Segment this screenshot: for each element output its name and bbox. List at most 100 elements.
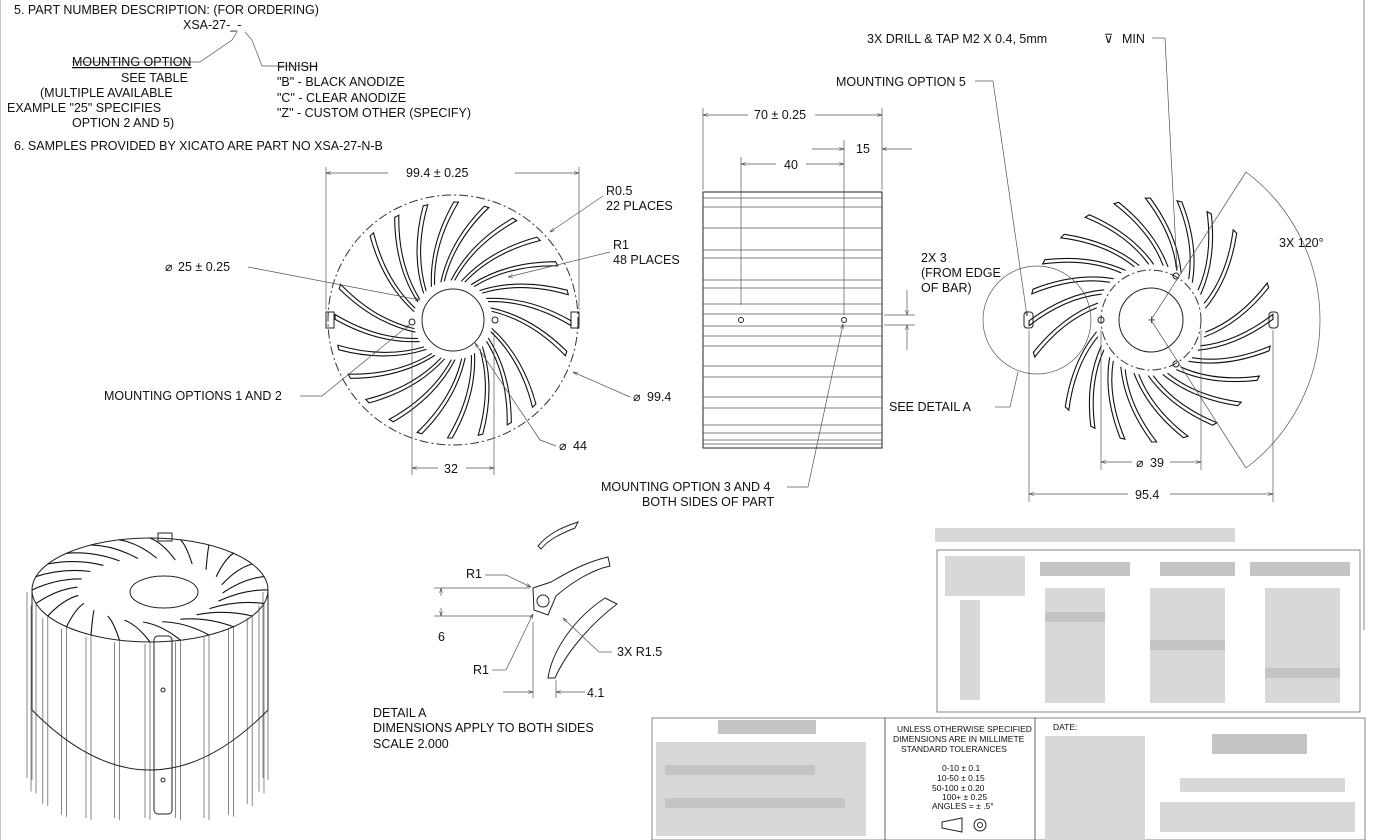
- detail-a-callout-circle: [982, 265, 1092, 375]
- fin: [1088, 345, 1105, 430]
- iso-hole-1: [160, 687, 166, 693]
- dim-dia39: 39: [1150, 456, 1164, 470]
- detail-r1-bottom: R1: [473, 663, 489, 677]
- mounting-option-label: MOUNTING OPTION: [72, 55, 191, 69]
- fin: [1032, 302, 1099, 359]
- note-drill-tap: 3X DRILL & TAP M2 X 0.4, 5mm: [867, 32, 1047, 46]
- fin: [364, 357, 445, 404]
- fin: [369, 231, 416, 312]
- side-fin-lines: [703, 197, 882, 445]
- label-mounting-options-1-2: MOUNTING OPTIONS 1 AND 2: [104, 389, 282, 403]
- fin: [1203, 281, 1270, 338]
- notes-block: 5. PART NUMBER DESCRIPTION: (FOR ORDERIN…: [7, 3, 471, 153]
- multiple-available: (MULTIPLE AVAILABLE: [40, 86, 173, 100]
- fin: [1064, 331, 1099, 412]
- tolerance-line-3: STANDARD TOLERANCES: [901, 744, 1007, 754]
- fin: [450, 217, 518, 281]
- iso-fin-top: [90, 544, 138, 559]
- fin: [470, 261, 559, 287]
- rear-fins: [1028, 197, 1274, 443]
- iso-fin-top: [35, 586, 78, 605]
- label-both-sides: BOTH SIDES OF PART: [642, 495, 775, 509]
- detail-apply-note: DIMENSIONS APPLY TO BOTH SIDES: [373, 721, 594, 735]
- side-hole-1: [738, 317, 744, 323]
- front-center-bore: [421, 288, 485, 352]
- angle-arc: [1245, 171, 1321, 469]
- fin: [1176, 200, 1195, 283]
- dim-32: 32: [444, 462, 458, 476]
- dim-70: 70 ± 0.25: [754, 108, 806, 122]
- date-label: DATE:: [1053, 722, 1077, 732]
- iso-fin-top: [124, 619, 151, 643]
- note-of-bar: OF BAR): [921, 281, 972, 295]
- iso-fin-top: [218, 589, 269, 602]
- iso-fin-top: [90, 610, 95, 636]
- fin: [490, 328, 537, 409]
- fin: [1041, 257, 1126, 274]
- tolerance-angles: ANGLES = ± .5°: [932, 801, 994, 811]
- fin: [334, 313, 420, 343]
- dim-dia25: 25 ± 0.25: [178, 260, 230, 274]
- rear-tab-right: [1268, 311, 1279, 329]
- rear-center-bore: [1118, 287, 1184, 353]
- fin: [1188, 345, 1271, 364]
- fin: [430, 201, 460, 287]
- iso-fin-top: [118, 539, 157, 559]
- detail-title: DETAIL A: [373, 706, 427, 720]
- iso-body-outline: [31, 590, 269, 771]
- fin: [461, 236, 542, 283]
- fin: [336, 344, 427, 357]
- iso-fin-top: [47, 561, 104, 566]
- iso-fin-top: [180, 618, 234, 628]
- radius-r1-places: 48 PLACES: [613, 253, 680, 267]
- fin: [486, 297, 572, 327]
- detail-r15: 3X R1.5: [617, 645, 662, 659]
- note-from-edge: (FROM EDGE: [921, 266, 1001, 280]
- iso-fin-top: [222, 575, 265, 594]
- note-2x3: 2X 3: [921, 251, 947, 265]
- fin: [1031, 276, 1114, 295]
- detail-fin-top: [537, 521, 579, 550]
- finish-z: "Z" - CUSTOM OTHER (SPECIFY): [277, 106, 471, 120]
- depth-icon: ⊽: [1104, 32, 1113, 46]
- fin: [1203, 228, 1238, 309]
- front-mount-hole-left: [408, 318, 416, 326]
- projection-symbol-icon: [941, 817, 987, 833]
- note-5-title: 5. PART NUMBER DESCRIPTION: (FOR ORDERIN…: [14, 3, 319, 17]
- detail-a-view: R1 6 R1 3X R1.5 4.1 DETAIL A DIMENSIONS …: [373, 521, 662, 751]
- iso-fins: [26, 537, 269, 820]
- tolerance-line-1: UNLESS OTHERWISE SPECIFIED: [897, 724, 1032, 734]
- iso-fin-top: [209, 601, 265, 610]
- radius-r05: R0.5: [606, 184, 632, 198]
- front-tab-left: [325, 311, 335, 329]
- title-block: UNLESS OTHERWISE SPECIFIED DIMENSIONS AR…: [651, 717, 1366, 840]
- front-view: 99.4 ± 0.25 R0.5 22 PLACES R1 48 PLACES …: [104, 166, 680, 476]
- iso-fin-top: [66, 603, 85, 628]
- example-text: EXAMPLE "25" SPECIFIES: [7, 101, 161, 115]
- iso-fin-top: [35, 569, 91, 578]
- fin: [1197, 210, 1214, 295]
- center-mark: +: [1148, 313, 1155, 327]
- finish-c: "C" - CLEAR ANODIZE: [277, 91, 406, 105]
- fin: [1028, 289, 1105, 327]
- label-mounting-option-5: MOUNTING OPTION 5: [836, 75, 966, 89]
- finish-b: "B" - BLACK ANODIZE: [277, 75, 405, 89]
- iso-hole-2: [160, 777, 166, 783]
- fin: [486, 337, 512, 426]
- rear-tab-left: [1023, 311, 1034, 329]
- front-fins: [334, 201, 572, 439]
- tolerance-100-plus: 100+ ± 0.25: [942, 792, 987, 802]
- fin: [1197, 313, 1274, 351]
- leader-finish: [244, 31, 318, 67]
- detail-fin-bottom: [547, 597, 618, 679]
- front-outer-circle: [327, 194, 579, 446]
- iso-fin-top: [143, 621, 182, 641]
- label-mounting-3-4: MOUNTING OPTION 3 AND 4: [601, 480, 771, 494]
- finish-label: FINISH: [277, 60, 318, 74]
- iso-fin-top: [205, 544, 210, 570]
- detail-scale: SCALE 2.000: [373, 737, 449, 751]
- dim-dia44-symbol: ⌀: [559, 439, 567, 453]
- fin: [1147, 375, 1219, 426]
- fin: [1144, 197, 1182, 274]
- isometric-view: [26, 532, 269, 820]
